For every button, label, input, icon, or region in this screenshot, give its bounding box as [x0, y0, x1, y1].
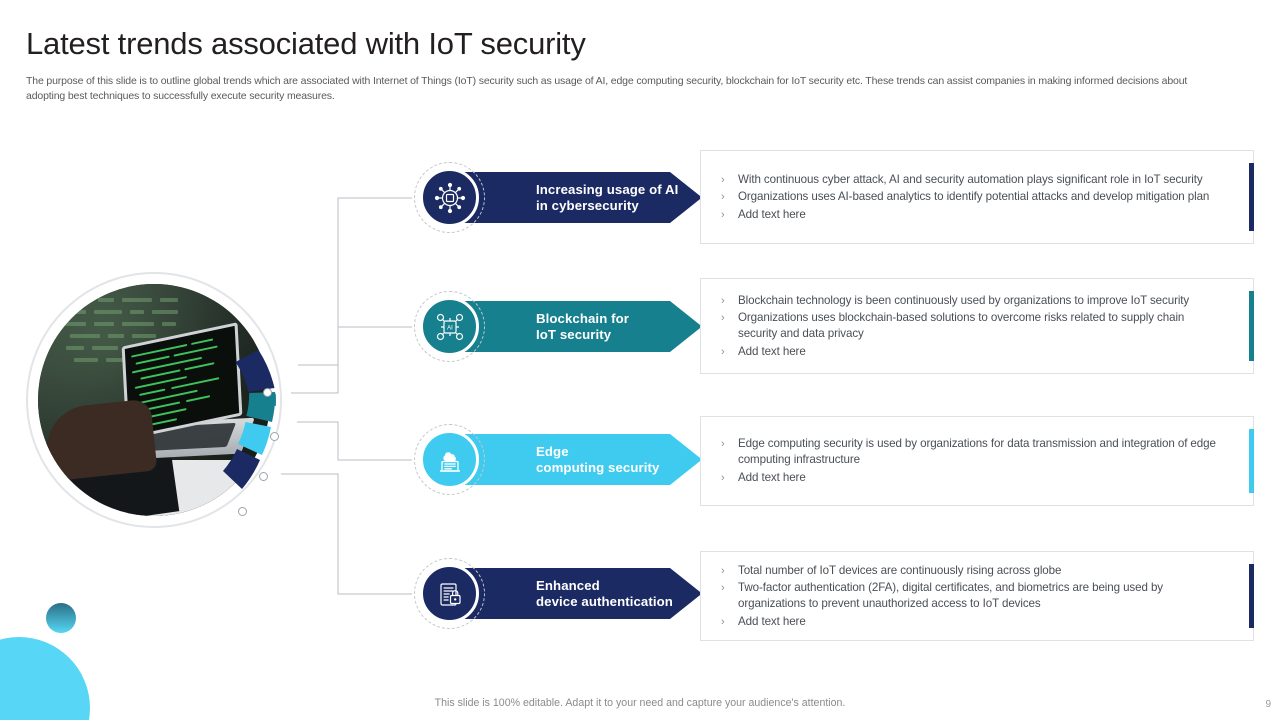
bullet-item: › Edge computing security is used by org… — [721, 437, 1216, 467]
arc-segments — [223, 350, 276, 489]
photo-circle — [26, 272, 282, 528]
connector-node-2 — [270, 432, 279, 441]
chevron-right-icon: › — [721, 582, 725, 594]
icon-dashed-ring — [414, 291, 485, 362]
server-lock-icon — [420, 564, 479, 623]
bullet-item: › With continuous cyber attack, AI and s… — [721, 172, 1203, 186]
chevron-right-icon: › — [721, 564, 725, 577]
ai-chip-icon — [420, 168, 479, 227]
bullet-item: › Total number of IoT devices are contin… — [721, 563, 1062, 577]
content-box-increasing-usage-of-ai: › With continuous cyber attack, AI and s… — [700, 150, 1254, 244]
banner-line-2: computing security — [536, 459, 660, 475]
arc-segment-1 — [235, 350, 275, 392]
banner-label: Enhanced device authentication — [536, 578, 673, 610]
decorative-gradient-dot — [46, 603, 76, 633]
arc-segment-4 — [223, 449, 260, 489]
bullet-item: › Add text here — [721, 344, 806, 358]
banner-line-2: device authentication — [536, 593, 673, 609]
connector-node-3 — [259, 472, 268, 481]
icon-dashed-ring — [414, 424, 485, 495]
banner-enhanced-device-authentication[interactable]: Enhanced device authentication — [464, 568, 702, 619]
page-number: 9 — [1265, 699, 1271, 710]
banner-line-2: IoT security — [536, 326, 612, 342]
bullet-item: › Organizations uses AI-based analytics … — [721, 190, 1210, 203]
banner-line-2: in cybersecurity — [536, 197, 639, 213]
banner-label: Increasing usage of AI in cybersecurity — [536, 182, 678, 214]
connector-line-2 — [298, 326, 412, 366]
banner-line-1: Increasing usage of AI — [536, 181, 679, 197]
accent-bar — [1249, 291, 1254, 361]
bullet-item: › Add text here — [721, 470, 806, 484]
chevron-right-icon: › — [721, 208, 725, 221]
code-rain-decoration — [64, 294, 214, 394]
chevron-right-icon: › — [721, 615, 725, 628]
cloud-laptop-icon — [420, 430, 479, 489]
svg-text:AI: AI — [447, 325, 453, 331]
bullet-item: › Organizations uses blockchain-based so… — [721, 311, 1185, 340]
chevron-right-icon: › — [721, 294, 725, 307]
bullet-item: › Blockchain technology is been continuo… — [721, 293, 1190, 307]
bullet-item: › Add text here — [721, 614, 806, 628]
accent-bar — [1249, 429, 1254, 493]
connector-line-1 — [291, 197, 412, 394]
content-box-edge-computing-security: › Edge computing security is used by org… — [700, 416, 1254, 506]
banner-label: Blockchain for IoT security — [536, 311, 629, 343]
connector-node-4 — [238, 507, 247, 516]
chevron-right-icon: › — [721, 471, 725, 484]
photo-image — [38, 284, 270, 516]
icon-dashed-ring — [414, 558, 485, 629]
connector-line-3 — [297, 421, 412, 461]
chevron-right-icon: › — [721, 191, 725, 203]
accent-bar — [1249, 163, 1254, 231]
banner-blockchain-for-iot-security[interactable]: Blockchain for IoT security — [464, 301, 702, 352]
content-box-blockchain-for-iot-security: › Blockchain technology is been continuo… — [700, 278, 1254, 374]
connector-node-1 — [263, 388, 272, 397]
banner-line-1: Enhanced — [536, 577, 600, 593]
content-box-enhanced-device-authentication: › Total number of IoT devices are contin… — [700, 551, 1254, 641]
page-subtitle: The purpose of this slide is to outline … — [26, 75, 1188, 102]
banner-increasing-usage-of-ai[interactable]: Increasing usage of AI in cybersecurity — [464, 172, 702, 223]
chevron-right-icon: › — [721, 345, 725, 358]
footer-note: This slide is 100% editable. Adapt it to… — [434, 697, 846, 709]
chevron-right-icon: › — [721, 173, 725, 186]
banner-label: Edge computing security — [536, 444, 659, 476]
banner-line-1: Edge — [536, 443, 569, 459]
arc-segment-3 — [238, 422, 271, 455]
bullet-item: › Add text here — [721, 207, 806, 221]
banner-edge-computing-security[interactable]: Edge computing security — [464, 434, 702, 485]
page-title: Latest trends associated with IoT securi… — [26, 26, 586, 61]
connector-line-4 — [281, 473, 412, 595]
icon-dashed-ring — [414, 162, 485, 233]
blockchain-network-icon: AI — [420, 297, 479, 356]
bullet-item: › Two-factor authentication (2FA), digit… — [721, 581, 1163, 610]
chevron-right-icon: › — [721, 312, 725, 324]
banner-line-1: Blockchain for — [536, 310, 629, 326]
chevron-right-icon: › — [721, 438, 725, 451]
accent-bar — [1249, 564, 1254, 628]
arc-segment-2 — [246, 392, 276, 422]
